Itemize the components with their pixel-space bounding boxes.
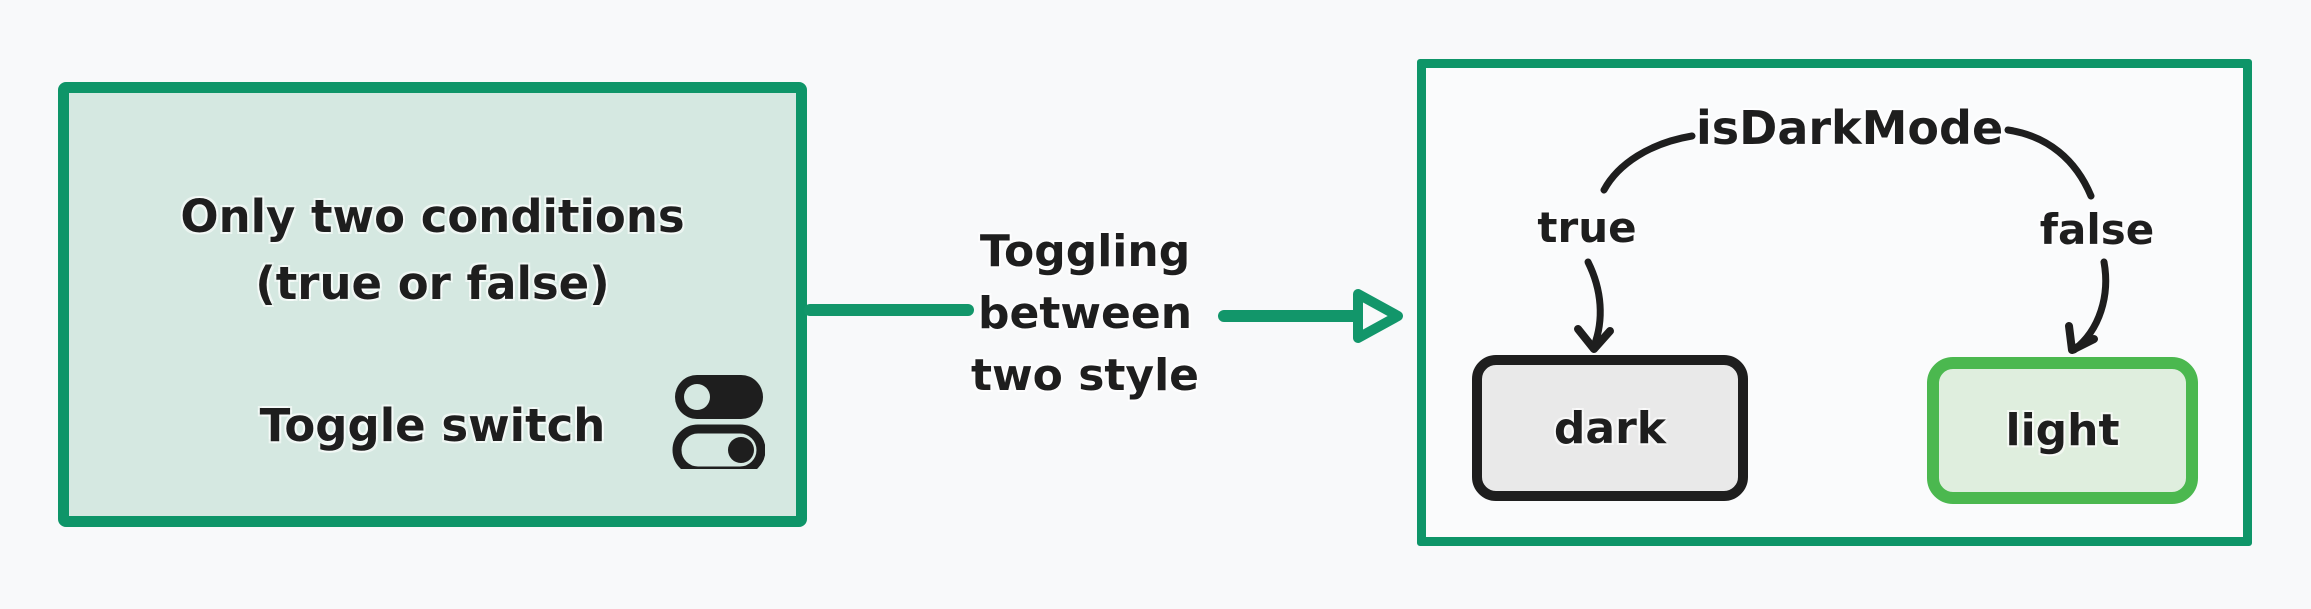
condition-box: Only two conditions (true or false) Togg… [58,82,807,527]
isdarkmode-title: isDarkMode [1696,101,2004,155]
light-node-label: light [2005,405,2120,456]
light-node: light [1927,357,2198,504]
connector-line-1: Toggling [979,226,1191,277]
dark-node-label: dark [1553,402,1667,454]
dark-node: dark [1472,355,1748,501]
toggle-off-knob [728,437,754,463]
condition-line-2: (true or false) [255,257,610,310]
condition-text: Only two conditions (true or false) [69,183,796,317]
toggle-off-pill [672,424,765,469]
condition-line-1: Only two conditions [180,190,685,243]
false-label: false [2039,205,2155,254]
flow-arrowhead [1353,289,1403,343]
true-label: true [1537,203,1637,252]
toggle-switch-label: Toggle switch [259,399,606,452]
connector-label: Toggling between two style [945,221,1225,407]
toggle-switch-icon [672,375,765,469]
connector-line-3: two style [970,350,1200,401]
toggle-on-knob [684,384,710,410]
connector-line-2: between [977,288,1193,339]
